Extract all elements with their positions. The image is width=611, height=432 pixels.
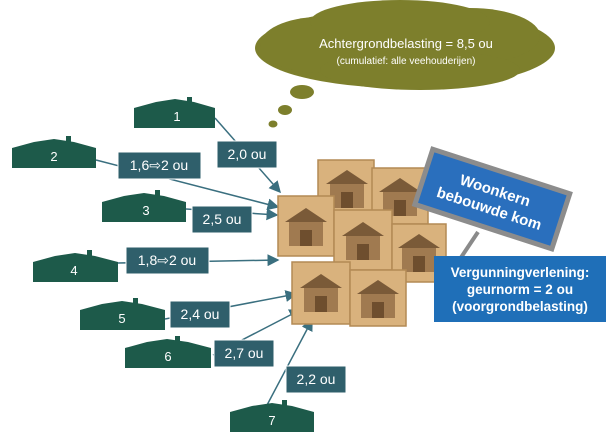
farm-number: 7 — [268, 413, 275, 428]
farm-number: 1 — [173, 109, 180, 124]
info-line-1: Vergunningverlening: — [450, 264, 590, 280]
emission-text: 2,0 ou — [228, 146, 267, 162]
info-line-3: (voorgrondbelasting) — [452, 298, 588, 314]
emission-text: 1,8⇨2 ou — [138, 252, 196, 268]
emission-label-7: 2,2 ou — [285, 365, 347, 394]
emission-text: 2,7 ou — [225, 345, 264, 361]
farm-5: 5 — [80, 298, 165, 330]
farm-number: 3 — [142, 203, 149, 218]
farm-number: 6 — [164, 349, 171, 364]
house-block — [333, 209, 393, 271]
emission-label-6: 2,7 ou — [213, 339, 275, 368]
cloud-subtitle: (cumulatief: alle veehouderijen) — [337, 56, 476, 67]
farm-4: 4 — [33, 250, 118, 282]
emission-text: 2,2 ou — [297, 371, 336, 387]
emission-label-3: 2,5 ou — [191, 205, 253, 234]
house-block — [277, 195, 335, 257]
emission-text: 2,4 ou — [181, 306, 220, 322]
farm-1: 1 — [134, 97, 215, 128]
emission-label-1: 2,0 ou — [216, 140, 278, 169]
emission-text: 2,5 ou — [203, 211, 242, 227]
farm-6: 6 — [125, 336, 211, 368]
connector-farm-7 — [265, 318, 313, 408]
farm-2: 2 — [12, 136, 96, 168]
farm-number: 2 — [50, 149, 57, 164]
info-line-2: geurnorm = 2 ou — [466, 281, 574, 297]
farm-3: 3 — [102, 190, 186, 222]
house-block — [349, 269, 407, 327]
emission-label-4: 1,8⇨2 ou — [125, 246, 210, 275]
farm-number: 4 — [70, 263, 77, 278]
cloud-title: Achtergrondbelasting = 8,5 ou — [319, 36, 493, 51]
village-cluster — [277, 159, 447, 327]
farm-number: 5 — [118, 311, 125, 326]
permit-info-box: Vergunningverlening: geurnorm = 2 ou (vo… — [434, 256, 606, 322]
emission-label-5: 2,4 ou — [169, 300, 231, 329]
cloud-bubble — [255, 0, 555, 128]
house-block — [291, 261, 351, 325]
farm-7: 7 — [230, 400, 314, 432]
emission-label-2: 1,6⇨2 ou — [117, 151, 202, 180]
emission-text: 1,6⇨2 ou — [130, 157, 188, 173]
